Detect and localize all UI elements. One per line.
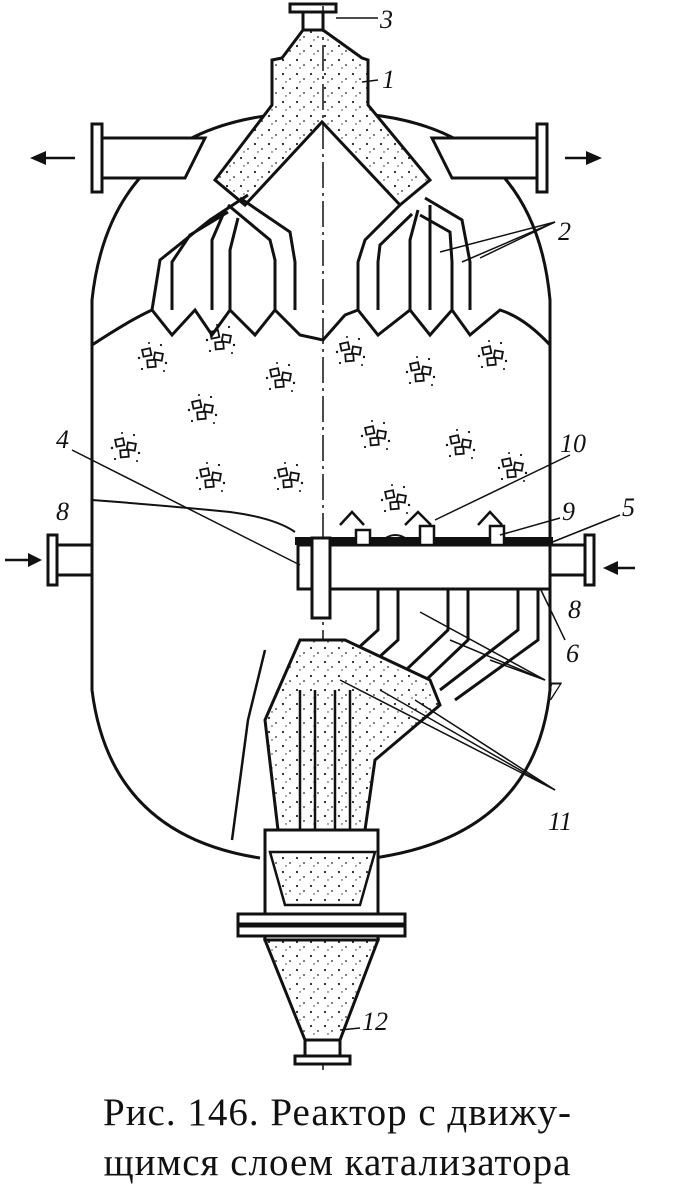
left-outlet-nozzle (30, 122, 208, 194)
callout-5: 5 (622, 493, 635, 522)
caption-line-2: щимся слоем катализатора (103, 1141, 572, 1184)
top-inlet-3 (288, 2, 338, 32)
distribution-grid (295, 510, 553, 620)
callout-8-right: 8 (568, 595, 581, 624)
callout-4: 4 (56, 425, 69, 454)
callout-7: 7 (548, 677, 562, 706)
left-inlet-nozzle (5, 533, 94, 587)
callout-8-left: 8 (56, 497, 69, 526)
right-outlet-nozzle (429, 122, 602, 194)
cutaway-line (91, 499, 296, 533)
lower-tubes-11 (230, 649, 352, 845)
callout-9: 9 (562, 497, 575, 526)
reactor-diagram: 3 1 2 4 10 8 9 5 8 6 7 11 12 (5, 2, 635, 1070)
callout-11: 11 (548, 807, 572, 836)
bed-top-funnels (91, 307, 552, 347)
caption-line-1: Рис. 146. Реактор с движу- (103, 1091, 572, 1134)
callout-10: 10 (560, 429, 586, 458)
callout-1: 1 (382, 65, 395, 94)
catalyst-bed (109, 323, 529, 515)
callout-12: 12 (362, 1007, 388, 1036)
callout-6: 6 (566, 639, 579, 668)
right-inlet-nozzle (548, 533, 635, 587)
bottom-hopper (236, 828, 407, 1066)
callout-2: 2 (558, 217, 571, 246)
collector-body (263, 638, 442, 832)
leader-lines (71, 17, 621, 1031)
figure-caption: Рис. 146. Реактор с движу- щимся слоем к… (0, 1088, 675, 1188)
distribution-pipes-2 (150, 193, 472, 311)
callout-3: 3 (379, 5, 393, 34)
